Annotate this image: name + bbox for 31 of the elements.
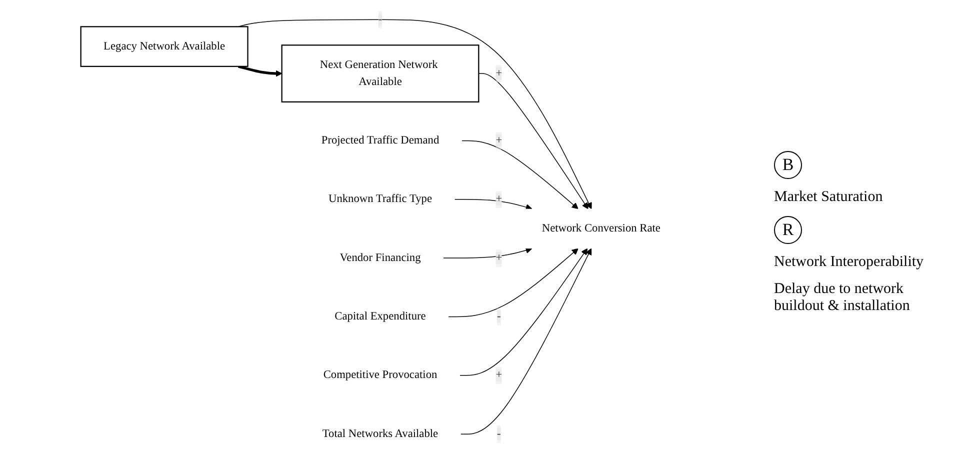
edge-label: + (496, 252, 502, 264)
note-label: Network Interoperability (774, 254, 924, 270)
arrow (238, 19, 592, 210)
arrow (238, 65, 282, 77)
arrow (478, 73, 588, 210)
node-text: Network Conversion Rate (542, 222, 660, 235)
arrow (461, 140, 578, 210)
edge-label: - (378, 13, 382, 26)
note-label: Delay due to network buildout & installation (774, 280, 910, 314)
loop-marker: R (774, 216, 802, 244)
edge-label: - (497, 428, 501, 440)
loop-marker: B (774, 150, 802, 178)
node-text: Projected Traffic Demand (321, 134, 440, 147)
node-text: Competitive Provocation (323, 369, 438, 382)
node-box: Legacy Network Available (80, 26, 248, 67)
edge-label: - (497, 310, 501, 323)
edge-label: + (496, 134, 502, 147)
edge-label: + (496, 369, 502, 382)
edge-label: + (496, 67, 502, 80)
node-text: Vendor Financing (340, 252, 421, 264)
note-label: Market Saturation (774, 188, 883, 204)
arrow (460, 248, 592, 434)
edge-label: + (496, 193, 502, 206)
node-text: Unknown Traffic Type (328, 193, 432, 206)
node-text: Total Networks Available (322, 428, 438, 440)
arrow (454, 199, 532, 210)
arrow (443, 247, 532, 258)
arrow (448, 248, 578, 318)
node-text: Capital Expenditure (334, 310, 426, 323)
arrow (460, 248, 588, 376)
node-box: Next Generation Network Available (281, 44, 480, 102)
